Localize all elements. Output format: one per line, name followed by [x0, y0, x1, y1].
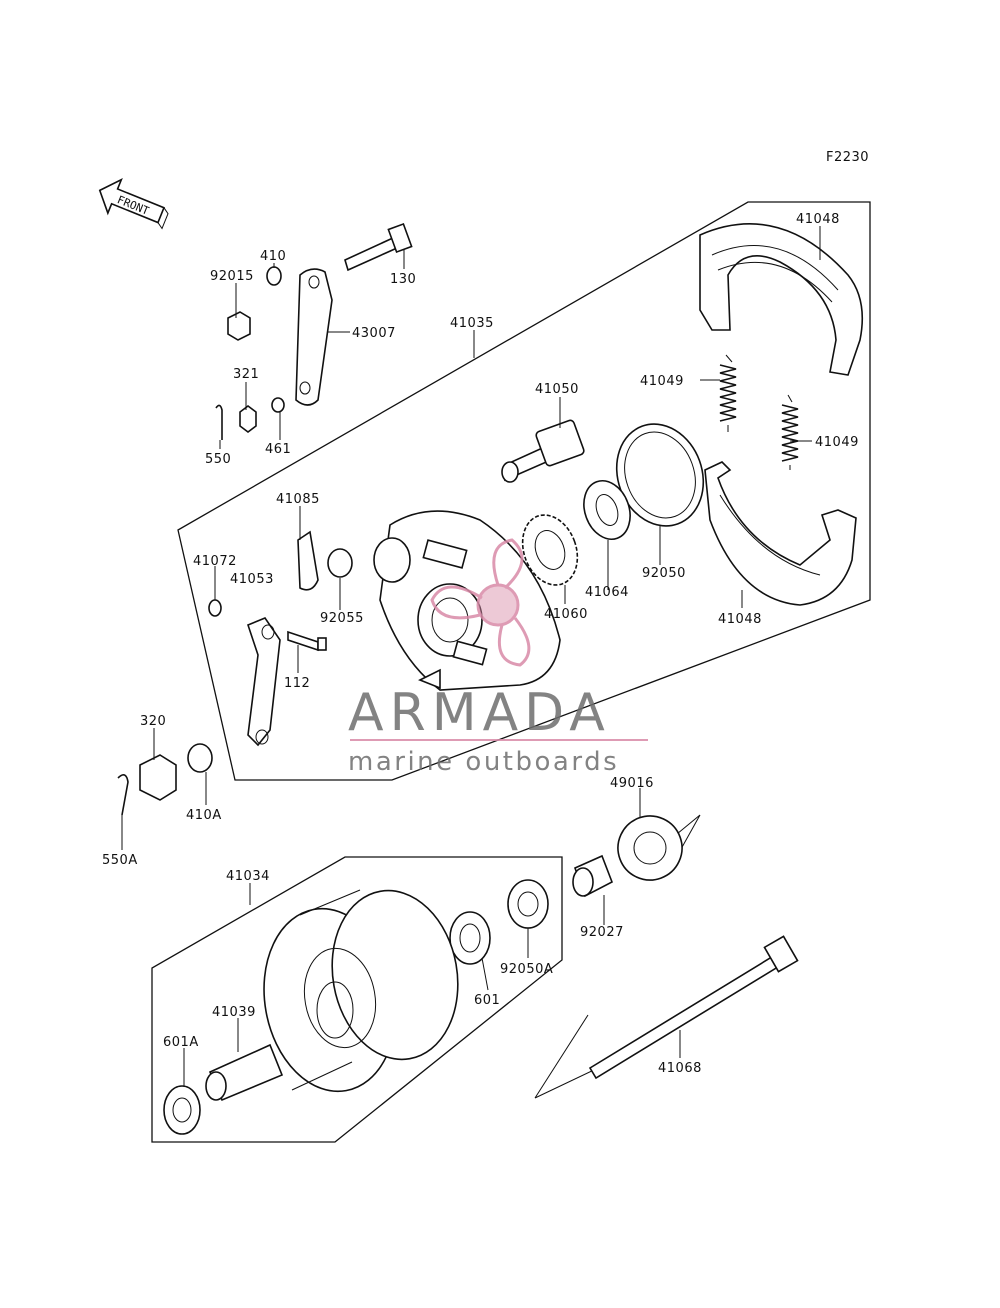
- callout-410: 410: [260, 249, 286, 264]
- callout-601: 601: [474, 993, 500, 1008]
- bearing-601: [449, 911, 491, 965]
- callout-49016: 49016: [610, 776, 654, 791]
- callout-92027: 92027: [580, 925, 624, 940]
- callout-41053: 41053: [230, 572, 274, 587]
- brake-shoe-lower: [704, 461, 857, 606]
- callout-550: 550: [205, 452, 231, 467]
- callout-410a: 410A: [186, 808, 222, 823]
- nut-92015: [227, 311, 251, 341]
- callout-41085: 41085: [276, 492, 320, 507]
- brake-panel: [373, 510, 561, 691]
- collar-92027: [572, 854, 614, 898]
- callout-41039: 41039: [212, 1005, 256, 1020]
- washer-410: [266, 266, 282, 286]
- oil-seal-92050a: [507, 879, 549, 929]
- dust-seal-49016: [617, 815, 683, 881]
- watermark: ARMADA marine outboards: [348, 538, 648, 777]
- axle-41068: [588, 935, 799, 1080]
- castle-nut-320: [139, 754, 177, 801]
- propeller-logo-icon: [430, 538, 531, 667]
- spacer-41039: [205, 1043, 284, 1102]
- callout-321: 321: [233, 367, 259, 382]
- callout-41048-upper: 41048: [796, 212, 840, 227]
- callout-41049-right: 41049: [815, 435, 859, 450]
- callout-43007: 43007: [352, 326, 396, 341]
- washer-41072: [208, 599, 222, 617]
- callout-41064: 41064: [585, 585, 629, 600]
- callout-41050: 41050: [535, 382, 579, 397]
- callout-130: 130: [390, 272, 416, 287]
- callout-92050: 92050: [642, 566, 686, 581]
- cotter-pin-550a: [117, 774, 129, 816]
- hub-assembly-outline: [151, 856, 563, 1143]
- watermark-tagline: marine outboards: [348, 747, 619, 777]
- figure-code: F2230: [826, 150, 869, 165]
- brake-lever-arm: [247, 617, 281, 747]
- callout-92050a: 92050A: [500, 962, 553, 977]
- callout-41048-lower: 41048: [718, 612, 762, 627]
- leader-lines: [121, 226, 821, 1086]
- callout-41035: 41035: [450, 316, 494, 331]
- washer-461: [271, 397, 285, 413]
- torque-link: [295, 268, 333, 406]
- nut-321: [239, 405, 257, 433]
- front-arrow-icon: FRONT: [98, 178, 169, 230]
- callout-41068: 41068: [658, 1061, 702, 1076]
- callout-92055: 92055: [320, 611, 364, 626]
- wheel-hub: [263, 889, 459, 1093]
- callout-41034: 41034: [226, 869, 270, 884]
- return-spring-2: [781, 394, 799, 470]
- brake-panel-assembly-outline: [177, 201, 871, 781]
- o-ring-92055: [327, 548, 353, 578]
- callout-550a: 550A: [102, 853, 138, 868]
- gear-41060: [521, 514, 579, 586]
- callout-461: 461: [265, 442, 291, 457]
- bolt-112: [287, 630, 327, 652]
- return-spring-1: [719, 354, 737, 432]
- watermark-brand: ARMADA: [348, 683, 611, 743]
- washer-41064: [583, 480, 631, 540]
- callout-112: 112: [284, 676, 310, 691]
- callout-320: 320: [140, 714, 166, 729]
- cotter-pin-550: [215, 404, 223, 440]
- callout-41049-left: 41049: [640, 374, 684, 389]
- callout-41060: 41060: [544, 607, 588, 622]
- brake-cam: [501, 419, 585, 483]
- bearing-601a: [163, 1085, 201, 1135]
- callout-41072: 41072: [193, 554, 237, 569]
- indicator-plate: [297, 530, 319, 591]
- brake-shoe-upper: [699, 223, 864, 376]
- callout-601a: 601A: [163, 1035, 199, 1050]
- washer-410a: [187, 743, 213, 773]
- bolt-130: [344, 222, 413, 272]
- callout-92015: 92015: [210, 269, 254, 284]
